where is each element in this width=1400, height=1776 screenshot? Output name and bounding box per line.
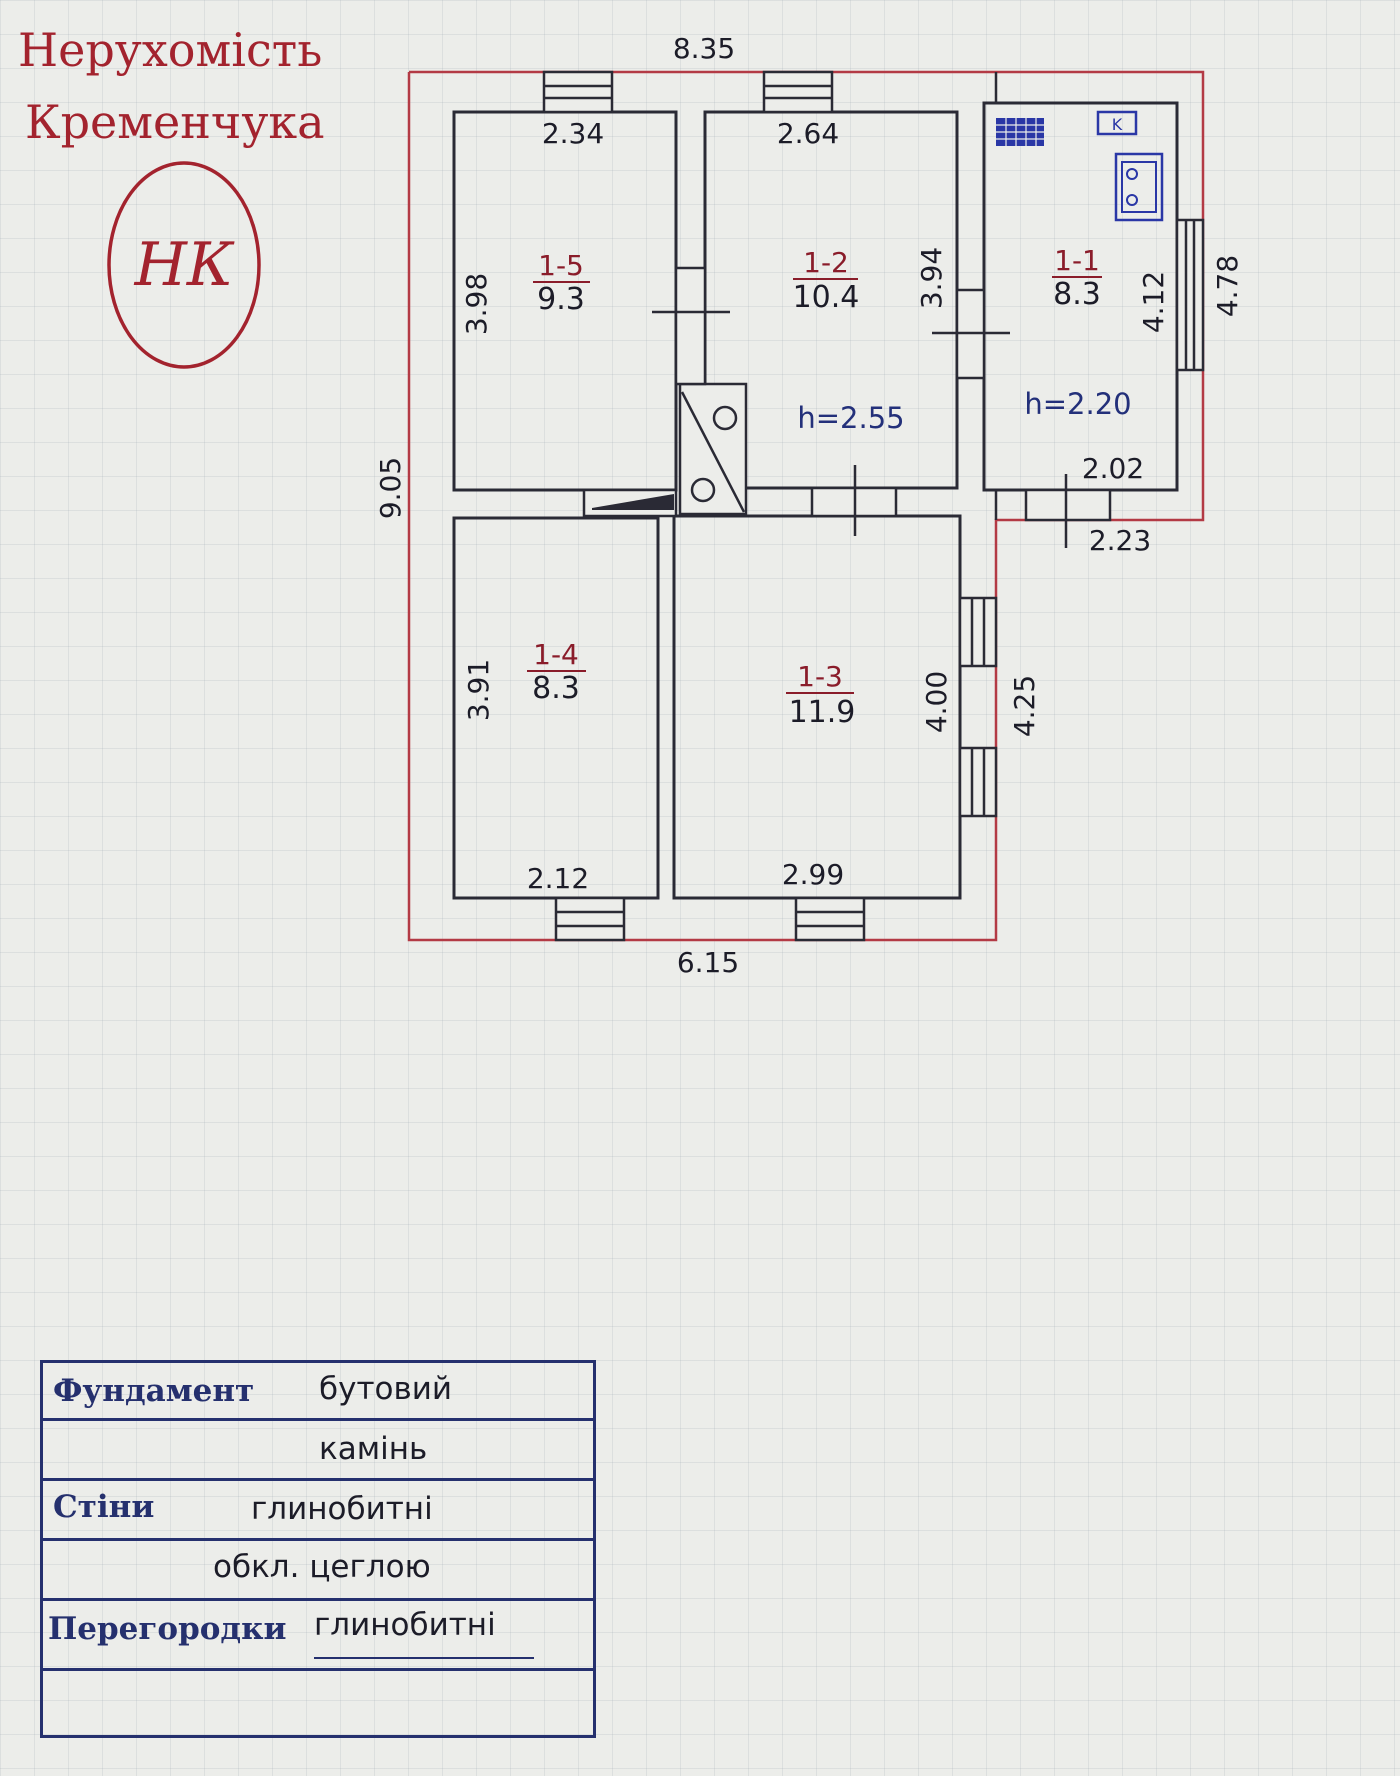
room-1-1-id: 1-1 (1054, 244, 1100, 277)
door-1-2-1-3 (810, 465, 898, 536)
spec-value-foundation-1: бутовий (319, 1371, 453, 1407)
room-1-3-id: 1-3 (797, 660, 843, 693)
room-1-1-area: 8.3 (1053, 277, 1101, 312)
room-1-2-area: 10.4 (793, 280, 860, 315)
door-1-2-1-1 (932, 288, 1010, 380)
room-1-2-height: h=2.55 (797, 401, 904, 435)
room-1-5-depth: 3.98 (460, 273, 493, 335)
door-1-5-1-2 (652, 266, 730, 386)
window-top-2 (762, 70, 834, 114)
room-1-4-depth: 3.91 (462, 659, 495, 721)
chimney-icon (678, 382, 748, 516)
heating-duct-icon (582, 488, 678, 518)
watermark-seal-icon (107, 161, 261, 369)
window-right-kitchen (1175, 218, 1205, 372)
spec-label-walls: Стіни (53, 1489, 155, 1525)
room-1-5-id: 1-5 (538, 249, 584, 282)
dim-right-upper: 4.78 (1211, 255, 1244, 317)
room-1-5-width: 2.34 (542, 117, 604, 150)
room-1-2-depth: 3.94 (915, 247, 948, 309)
spec-value-foundation-2: камінь (319, 1431, 428, 1467)
window-right-2 (958, 746, 998, 818)
boiler-icon: K (1096, 110, 1138, 136)
dim-right-lower: 4.25 (1008, 675, 1041, 737)
door-entrance (1024, 474, 1112, 548)
spec-label-foundation: Фундамент (53, 1373, 255, 1409)
spec-value-partitions: глинобитні (314, 1607, 496, 1643)
window-right-1 (958, 596, 998, 668)
sink-icon (1114, 152, 1164, 222)
watermark-monogram: НК (134, 230, 235, 300)
room-1-4-id: 1-4 (533, 638, 579, 671)
watermark: Нерухомість Кременчука НК (18, 23, 325, 369)
svg-text:K: K (1112, 115, 1123, 134)
spec-value-walls-1: глинобитні (251, 1491, 433, 1527)
room-1-1-depth: 4.12 (1137, 271, 1170, 333)
room-1-3-depth: 4.00 (920, 671, 953, 733)
spec-value-walls-2: обкл. цеглою (213, 1549, 431, 1585)
spec-label-partitions: Перегородки (48, 1611, 287, 1647)
dim-bottom: 6.15 (677, 946, 739, 979)
room-1-2-width: 2.64 (777, 117, 839, 150)
dim-top: 8.35 (673, 32, 735, 65)
room-1-4-area: 8.3 (532, 671, 580, 706)
window-top-1 (542, 70, 614, 114)
room-1-2-id: 1-2 (803, 246, 849, 279)
room-1-3-width: 2.99 (782, 858, 844, 891)
room-1-4-width: 2.12 (527, 862, 589, 895)
stove-icon (996, 118, 1044, 146)
room-1-1-height: h=2.20 (1024, 387, 1131, 421)
window-bottom-2 (794, 896, 866, 942)
window-bottom-1 (554, 896, 626, 942)
dim-left: 9.05 (374, 457, 407, 519)
dim-annex-bottom: 2.23 (1089, 524, 1151, 557)
room-1-3-area: 11.9 (789, 695, 856, 730)
room-1-5-area: 9.3 (537, 282, 585, 317)
specifications-table: Фундамент бутовий камінь Стіни глинобитн… (40, 1360, 596, 1738)
watermark-line1: Нерухомість (18, 23, 322, 77)
watermark-line2: Кременчука (25, 95, 325, 149)
room-1-1-width: 2.02 (1082, 452, 1144, 485)
